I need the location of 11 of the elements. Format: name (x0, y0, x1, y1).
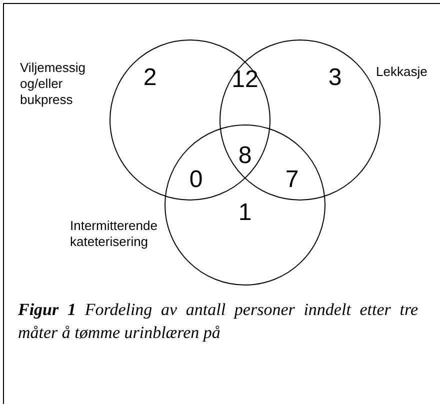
region-count: 7 (285, 166, 299, 194)
set-label: Viljemessig og/eller bukpress (20, 60, 87, 108)
set-label: Lekkasje (376, 64, 428, 80)
region-count: 0 (189, 166, 203, 194)
region-count: 8 (238, 142, 252, 170)
region-count: 2 (143, 64, 157, 92)
region-count: 3 (328, 64, 342, 92)
set-label: Intermitterende kateterisering (70, 218, 158, 250)
region-count: 1 (238, 199, 252, 227)
figure-caption: Figur 1 Fordeling av antall personer inndelt etter tre måter å tømme urinblæren på (18, 299, 418, 344)
region-count: 12 (232, 66, 258, 94)
